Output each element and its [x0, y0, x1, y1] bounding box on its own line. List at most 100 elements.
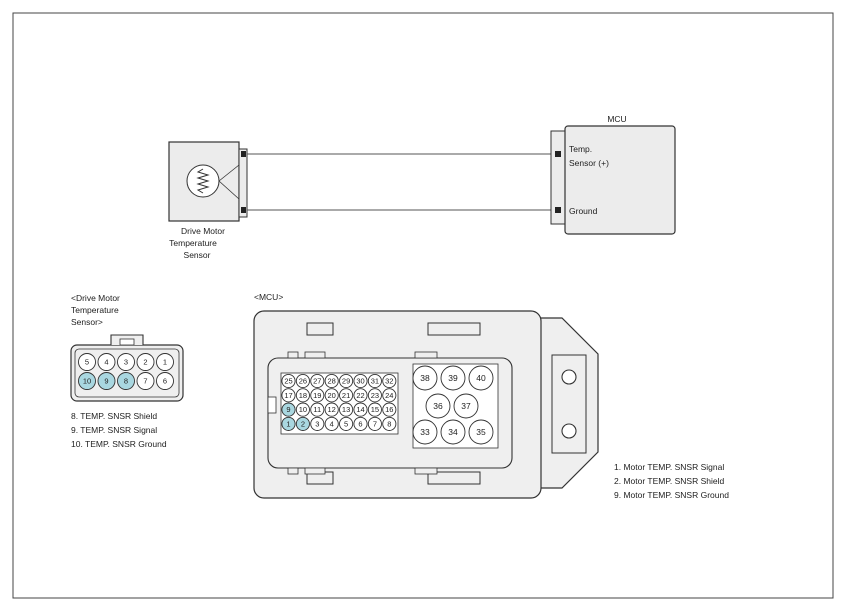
pin-37-label: 37	[461, 401, 471, 411]
pin-9-label: 9	[104, 377, 108, 386]
pin-31-label: 31	[371, 377, 379, 386]
sensor-label-line2: Temperature	[169, 238, 217, 248]
pin-4-socket	[324, 416, 339, 431]
mounting-hole-top-icon	[561, 369, 577, 385]
pin-34-label: 34	[448, 427, 458, 437]
resistor-zigzag-icon	[196, 168, 210, 194]
pin-1-socket	[281, 416, 296, 431]
pin-6-socket	[156, 372, 174, 390]
pin-3-label: 3	[315, 420, 319, 429]
pin-21-socket	[339, 388, 354, 403]
pin-12-socket	[324, 402, 339, 417]
pin-32-label: 32	[385, 377, 393, 386]
pin-18-socket	[295, 388, 310, 403]
pin-7-label: 7	[143, 377, 147, 386]
pin-34-socket	[440, 419, 466, 445]
pin-5-label: 5	[344, 420, 348, 429]
sensor-connector-shell	[238, 148, 248, 218]
pin-9-label: 9	[286, 405, 290, 414]
pin-8-socket	[382, 416, 397, 431]
pin-14-label: 14	[356, 405, 364, 414]
pin-28-socket	[324, 373, 339, 389]
mcu-legend-3: 9. Motor TEMP. SNSR Ground	[614, 490, 729, 500]
pin-10-socket	[295, 402, 310, 417]
pin-1-label: 1	[286, 420, 290, 429]
mcu-block	[550, 125, 676, 235]
pin-25-label: 25	[284, 377, 292, 386]
pin-37-socket	[453, 393, 479, 419]
pin-8-label: 8	[387, 420, 391, 429]
pin-11-label: 11	[313, 405, 321, 414]
sensor-terminal-1	[241, 151, 246, 157]
pin-40-label: 40	[476, 373, 486, 383]
pin-31-socket	[367, 373, 382, 389]
pin-29-label: 29	[342, 377, 350, 386]
sensor-label-line1: Drive Motor	[181, 226, 225, 236]
pin-10-label: 10	[299, 405, 307, 414]
pin-39-label: 39	[448, 373, 458, 383]
mcu-terminal-ground	[555, 207, 561, 213]
pin-2-label: 2	[143, 358, 147, 367]
mcu-pin-ground-label: Ground	[569, 206, 598, 216]
pin-18-label: 18	[299, 391, 307, 400]
pin-27-socket	[310, 373, 325, 389]
pin-5-socket	[339, 416, 354, 431]
pin-8-socket	[117, 372, 135, 390]
sensor-connector-title-line3: Sensor>	[71, 317, 103, 327]
sensor-legend-2: 9. TEMP. SNSR Signal	[71, 425, 157, 435]
pin-2-socket	[136, 353, 155, 371]
sensor-legend-1: 8. TEMP. SNSR Shield	[71, 411, 157, 421]
mcu-connector-title: <MCU>	[254, 292, 283, 302]
pin-16-socket	[382, 402, 397, 417]
mcu-legend-2: 2. Motor TEMP. SNSR Shield	[614, 476, 725, 486]
pin-33-socket	[412, 419, 438, 445]
pin-6-label: 6	[163, 377, 167, 386]
pin-6-label: 6	[358, 420, 362, 429]
pin-1-socket	[156, 353, 174, 371]
mcu-legend-1: 1. Motor TEMP. SNSR Signal	[614, 462, 724, 472]
pin-10-label: 10	[83, 377, 91, 386]
side-latch	[267, 396, 277, 414]
pin-14-socket	[353, 402, 368, 417]
pin-6-socket	[353, 416, 368, 431]
pin-38-label: 38	[420, 373, 430, 383]
mcu-pin-temp-line1: Temp.	[569, 144, 592, 154]
pin-26-socket	[295, 373, 310, 389]
pin-15-label: 15	[371, 405, 379, 414]
pin-8-label: 8	[124, 377, 128, 386]
pin-17-label: 17	[284, 391, 292, 400]
pin-23-socket	[367, 388, 382, 403]
pin-22-socket	[353, 388, 368, 403]
diagram-frame	[12, 12, 834, 599]
pin-27-label: 27	[313, 377, 321, 386]
pin-4-label: 4	[330, 420, 334, 429]
pin-19-label: 19	[313, 391, 321, 400]
pin-19-socket	[310, 388, 325, 403]
drive-motor-temperature-sensor	[168, 141, 248, 222]
pin-23-label: 23	[371, 391, 379, 400]
mcu-terminal-temp	[555, 151, 561, 157]
pin-30-label: 30	[356, 377, 364, 386]
pin-3-socket	[117, 353, 135, 371]
pin-24-socket	[382, 388, 397, 403]
sensor-terminal-2	[241, 207, 246, 213]
sensor-connector-title-line2: Temperature	[71, 305, 119, 315]
sensor-connector-title-line1: <Drive Motor	[71, 293, 120, 303]
pin-13-label: 13	[342, 405, 350, 414]
thermistor-symbol	[186, 164, 220, 198]
pin-2-label: 2	[301, 420, 305, 429]
pin-20-label: 20	[328, 391, 336, 400]
pin-22-label: 22	[356, 391, 364, 400]
pin-7-socket	[367, 416, 382, 431]
pin-3-socket	[310, 416, 325, 431]
pin-16-label: 16	[385, 405, 393, 414]
pin-39-socket	[440, 365, 466, 391]
pin-2-socket	[295, 416, 310, 431]
pin-7-socket	[136, 372, 155, 390]
pin-13-socket	[339, 402, 354, 417]
pin-30-socket	[353, 373, 368, 389]
pin-28-label: 28	[328, 377, 336, 386]
